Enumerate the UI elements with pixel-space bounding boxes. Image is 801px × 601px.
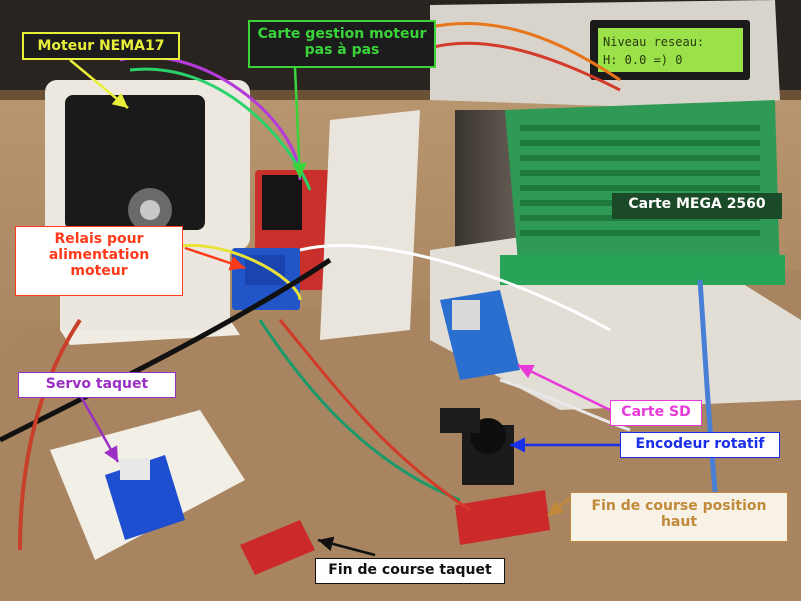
label-carte-gestion-moteur: Carte gestion moteur pas à pas (248, 20, 436, 68)
mega-2560-board (505, 100, 780, 285)
arrow-relay (184, 246, 246, 271)
arrow-servo (78, 394, 120, 463)
label-carte-sd: Carte SD (610, 400, 702, 426)
lcd-line-2: H: 0.0 =) 0 (603, 53, 682, 67)
label-servo-taquet-text: Servo taquet (45, 376, 149, 392)
label-carte-mega-text: Carte MEGA 2560 (628, 196, 766, 212)
label-relais-line2: alimentation (48, 247, 150, 264)
label-encodeur-rotatif-text: Encodeur rotatif (635, 436, 765, 452)
label-carte-mega: Carte MEGA 2560 (612, 193, 782, 219)
limit-switch-cleat (240, 520, 315, 575)
label-fin-course-haut: Fin de course position haut (570, 492, 788, 542)
limit-switch-top (455, 490, 550, 545)
label-carte-gestion-moteur-line2: pas à pas (304, 42, 380, 59)
nema17-motor (65, 95, 205, 230)
label-moteur-nema17: Moteur NEMA17 (22, 32, 180, 60)
label-relais-line3: moteur (70, 263, 128, 280)
label-carte-sd-text: Carte SD (621, 404, 691, 420)
arrow-limit-top (547, 497, 571, 517)
label-fin-course-haut-line1: Fin de course position (591, 498, 767, 514)
label-relais-line1: Relais pour (54, 231, 144, 247)
label-moteur-nema17-text: Moteur NEMA17 (37, 38, 165, 54)
arrow-driver (291, 67, 307, 179)
label-carte-gestion-moteur-line1: Carte gestion moteur (257, 26, 427, 42)
label-servo-taquet: Servo taquet (18, 372, 176, 398)
label-encodeur-rotatif: Encodeur rotatif (620, 432, 780, 458)
arrow-sd (517, 363, 611, 412)
lcd-line-1: Niveau reseau: (603, 35, 704, 49)
label-relais: Relais pour alimentation moteur (15, 226, 183, 296)
breadboard (320, 110, 420, 340)
arrow-limit-cleat (317, 536, 376, 557)
label-fin-course-taquet-text: Fin de course taquet (328, 562, 492, 578)
arrow-motor (69, 59, 129, 109)
label-fin-course-taquet: Fin de course taquet (315, 558, 505, 584)
label-fin-course-haut-line2: haut (660, 514, 698, 531)
